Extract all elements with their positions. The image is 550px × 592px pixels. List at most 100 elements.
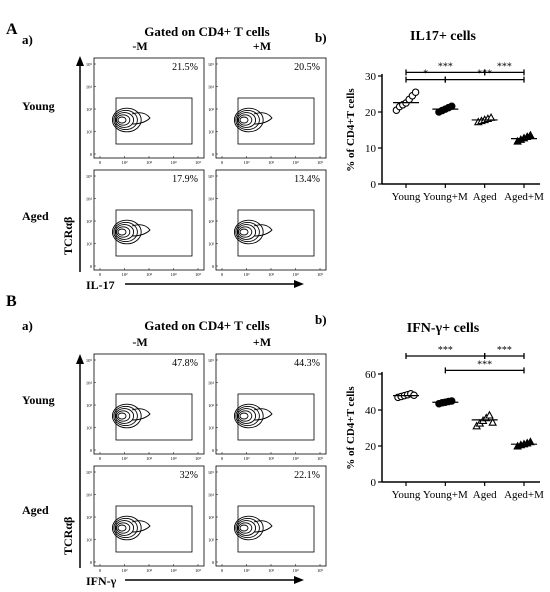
flow-x-tick-label: 10³ — [268, 160, 275, 165]
flow-contour — [114, 408, 135, 424]
flow-y-tick-label: 10⁵ — [86, 174, 93, 179]
flow-percent-label: 32% — [180, 470, 198, 481]
flow-contour — [116, 410, 131, 422]
flow-contour — [239, 524, 249, 532]
significance-label: *** — [497, 61, 512, 72]
flow-a-grid: 0010²10²10³10³10⁴10⁴10⁵10⁵21.5%0010²10²1… — [86, 57, 327, 277]
flow-contour-tail — [253, 520, 273, 533]
chart-a-ylabel: % of CD4+T cells — [345, 88, 357, 172]
flow-contour — [116, 226, 131, 238]
flow-y-tick-label: 10² — [208, 426, 215, 431]
flow-percent-label: 20.5% — [294, 62, 320, 73]
flow-percent-label: 47.8% — [172, 358, 198, 369]
flow-contour — [233, 403, 264, 429]
flow-contour — [239, 116, 249, 124]
flow-x-tick-label: 0 — [221, 160, 224, 165]
flow-contour — [235, 109, 260, 131]
flow-b-grid: 0010²10²10³10³10⁴10⁴10⁵10⁵47.8%0010²10²1… — [86, 353, 327, 573]
flow-contour — [236, 112, 257, 128]
flow-contour-tail — [253, 408, 273, 421]
flow-contour — [239, 228, 249, 236]
flow-contour — [235, 405, 260, 427]
flow-y-tick-label: 10² — [86, 130, 93, 135]
flow-a-col-label-minus: -M — [132, 39, 147, 53]
flow-a-y-arrowhead — [76, 56, 84, 66]
y-tick-label: 40 — [365, 405, 377, 417]
flow-contour — [239, 412, 249, 420]
flow-x-tick-label: 10³ — [146, 456, 153, 461]
flow-x-tick-label: 10⁵ — [195, 568, 202, 573]
flow-contour — [111, 107, 142, 133]
panel-a: A a) b) Gated on CD4+ T cells -M +M Youn… — [6, 21, 544, 292]
flow-contour — [111, 219, 142, 245]
flow-y-tick-label: 0 — [212, 448, 215, 453]
flow-b-y-arrowhead — [76, 354, 84, 364]
flow-percent-label: 21.5% — [172, 62, 198, 73]
flow-gate — [237, 505, 315, 553]
panel-letter-b: B — [6, 293, 17, 310]
flow-y-tick-label: 10⁴ — [208, 493, 215, 498]
x-tick-label: Aged+M — [504, 191, 544, 203]
flow-y-tick-label: 10² — [208, 242, 215, 247]
flow-x-tick-label: 0 — [99, 160, 102, 165]
y-tick-label: 20 — [365, 107, 377, 119]
flow-contour-tail — [253, 224, 273, 237]
data-point — [447, 397, 456, 405]
flow-y-tick-label: 10⁴ — [86, 381, 93, 386]
flow-y-tick-label: 10⁵ — [86, 358, 93, 363]
flow-y-tick-label: 10³ — [208, 107, 215, 112]
data-point — [411, 88, 420, 96]
flow-y-tick-label: 10⁵ — [86, 470, 93, 475]
chart-b-title: IFN-γ+ cells — [407, 321, 480, 336]
flow-y-tick-label: 10⁴ — [86, 85, 93, 90]
flow-x-tick-label: 10⁵ — [317, 456, 324, 461]
flow-x-tick-label: 10² — [122, 568, 129, 573]
flow-y-tick-label: 10² — [86, 426, 93, 431]
flow-contour-tail — [253, 112, 273, 125]
flow-y-tick-label: 10⁴ — [86, 197, 93, 202]
flow-b-col-label-minus: -M — [132, 335, 147, 349]
flow-plot-frame — [215, 465, 327, 567]
flow-contour — [114, 112, 135, 128]
flow-x-tick-label: 10² — [122, 272, 129, 277]
flow-y-tick-label: 10² — [86, 242, 93, 247]
flow-x-tick-label: 10³ — [146, 272, 153, 277]
data-point — [526, 130, 535, 139]
data-point — [488, 417, 497, 426]
flow-contour — [111, 403, 142, 429]
flow-y-tick-label: 10² — [208, 130, 215, 135]
flow-contour — [238, 410, 253, 422]
flow-x-tick-label: 10³ — [146, 160, 153, 165]
flow-percent-label: 44.3% — [294, 358, 320, 369]
flow-y-tick-label: 10⁵ — [208, 358, 215, 363]
flow-y-tick-label: 10² — [208, 538, 215, 543]
panel-a-sub-b: b) — [315, 30, 327, 45]
flow-x-tick-label: 10⁴ — [292, 160, 299, 165]
flow-a-title: Gated on CD4+ T cells — [144, 24, 269, 39]
significance-label: *** — [477, 359, 492, 370]
flow-y-tick-label: 10³ — [208, 219, 215, 224]
flow-x-tick-label: 10² — [122, 456, 129, 461]
panel-letter-a: A — [6, 21, 18, 38]
y-tick-label: 60 — [365, 369, 377, 381]
flow-x-tick-label: 10⁵ — [195, 160, 202, 165]
flow-x-tick-label: 10² — [244, 160, 251, 165]
flow-a-row-label-young: Young — [22, 99, 55, 113]
x-tick-label: Aged+M — [504, 489, 544, 501]
flow-b-title: Gated on CD4+ T cells — [144, 318, 269, 333]
flow-x-tick-label: 10⁵ — [317, 568, 324, 573]
flow-gate — [237, 209, 315, 257]
flow-x-tick-label: 10⁴ — [292, 456, 299, 461]
chart-a-title: IL17+ cells — [410, 29, 476, 44]
flow-a-col-label-plus: +M — [253, 39, 271, 53]
flow-y-tick-label: 10⁴ — [86, 493, 93, 498]
flow-contour — [236, 408, 257, 424]
flow-contour-tail — [131, 112, 151, 125]
flow-y-tick-label: 10³ — [208, 515, 215, 520]
flow-b-y-axis-label: TCRαβ — [61, 517, 75, 555]
flow-contour — [238, 226, 253, 238]
significance-label: *** — [438, 61, 453, 72]
flow-x-tick-label: 10⁵ — [195, 272, 202, 277]
flow-gate — [237, 393, 315, 441]
